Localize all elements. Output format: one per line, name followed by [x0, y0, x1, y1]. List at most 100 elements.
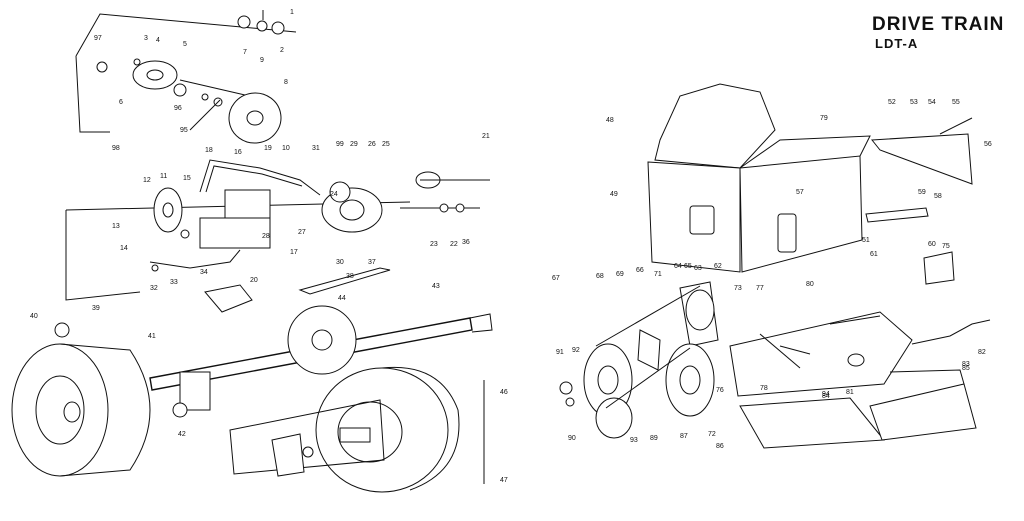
- callout-83: 83: [962, 361, 970, 368]
- callout-80: 80: [806, 281, 814, 288]
- callout-73: 73: [734, 285, 742, 292]
- callout-51: 51: [862, 237, 870, 244]
- callout-62: 62: [714, 263, 722, 270]
- callout-40: 40: [30, 313, 38, 320]
- callout-31: 31: [312, 145, 320, 152]
- callout-91: 91: [556, 349, 564, 356]
- callout-38: 38: [346, 273, 354, 280]
- diagram-subtitle: LDT-A: [875, 36, 919, 51]
- callout-99: 99: [336, 141, 344, 148]
- callout-8: 8: [284, 79, 288, 86]
- callout-55: 55: [952, 99, 960, 106]
- callout-57: 57: [796, 189, 804, 196]
- callout-95: 95: [180, 127, 188, 134]
- callout-39: 39: [92, 305, 100, 312]
- callout-4: 4: [156, 37, 160, 44]
- seat-cover-48: [654, 83, 776, 169]
- nut-1: [237, 15, 251, 29]
- callout-34: 34: [200, 269, 208, 276]
- callout-89: 89: [650, 435, 658, 442]
- belt-pulley-group: [559, 281, 719, 439]
- bracket-20: [204, 284, 253, 313]
- main-housing: [739, 155, 863, 273]
- idler-pulley-63: [685, 289, 715, 331]
- callout-72: 72: [708, 431, 716, 438]
- callout-75: 75: [942, 243, 950, 250]
- callout-84: 84: [822, 393, 830, 400]
- callout-labels: 1 2 3 4 5 6 7 8 9 10 11 12 13 14 15 16 1…: [30, 9, 992, 484]
- callout-94: 94: [822, 391, 830, 398]
- bracket-60: [923, 251, 955, 285]
- callout-2: 2: [280, 47, 284, 54]
- callout-92: 92: [572, 347, 580, 354]
- callout-87: 87: [680, 433, 688, 440]
- callout-76: 76: [716, 387, 724, 394]
- callout-61: 61: [870, 251, 878, 258]
- axle-and-wheels-group: [11, 305, 493, 493]
- callout-5: 5: [183, 41, 187, 48]
- callout-59: 59: [918, 189, 926, 196]
- washer-97: [96, 61, 108, 73]
- callout-54: 54: [928, 99, 936, 106]
- callout-28: 28: [262, 233, 270, 240]
- callout-97: 97: [94, 35, 102, 42]
- callout-78: 78: [760, 385, 768, 392]
- callout-24: 24: [330, 191, 338, 198]
- callout-13: 13: [112, 223, 120, 230]
- hub-bracket-41: [271, 433, 305, 477]
- callout-36: 36: [462, 239, 470, 246]
- callout-52: 52: [888, 99, 896, 106]
- callout-6: 6: [119, 99, 123, 106]
- callout-63: 63: [694, 265, 702, 272]
- callout-60: 60: [928, 241, 936, 248]
- callout-12: 12: [143, 177, 151, 184]
- foot-plate-85: [869, 383, 977, 441]
- callout-21: 21: [482, 133, 490, 140]
- callout-90: 90: [568, 435, 576, 442]
- callout-22: 22: [450, 241, 458, 248]
- callout-64: 64: [674, 263, 682, 270]
- hub-cap-40: [54, 322, 70, 338]
- callout-15: 15: [183, 175, 191, 182]
- callout-23: 23: [430, 241, 438, 248]
- callout-29: 29: [350, 141, 358, 148]
- transmission-linkage-group: [65, 159, 490, 313]
- callout-48: 48: [606, 117, 614, 124]
- callout-37: 37: [368, 259, 376, 266]
- callout-44: 44: [338, 295, 346, 302]
- callout-26: 26: [368, 141, 376, 148]
- floor-plate-86: [739, 397, 885, 449]
- callout-96: 96: [174, 105, 182, 112]
- callout-3: 3: [144, 35, 148, 42]
- callout-16: 16: [234, 149, 242, 156]
- callout-49: 49: [610, 191, 618, 198]
- callout-47: 47: [500, 477, 508, 484]
- callout-14: 14: [120, 245, 128, 252]
- callout-66: 66: [636, 267, 644, 274]
- callout-32: 32: [150, 285, 158, 292]
- callout-7: 7: [243, 49, 247, 56]
- callout-42: 42: [178, 431, 186, 438]
- frame-housing-group: [647, 83, 973, 285]
- callout-65: 65: [684, 263, 692, 270]
- frame-rail-80: [729, 311, 913, 397]
- callout-56: 56: [984, 141, 992, 148]
- callout-58: 58: [934, 193, 942, 200]
- callout-69: 69: [616, 271, 624, 278]
- callout-33: 33: [170, 279, 178, 286]
- callout-81: 81: [846, 389, 854, 396]
- callout-19: 19: [264, 145, 272, 152]
- callout-79: 79: [820, 115, 828, 122]
- diagram-title: DRIVE TRAIN: [872, 14, 1005, 35]
- callout-82: 82: [978, 349, 986, 356]
- callout-86: 86: [716, 443, 724, 450]
- callout-27: 27: [298, 229, 306, 236]
- callout-85: 85: [962, 365, 970, 372]
- callout-25: 25: [382, 141, 390, 148]
- rear-axle-43: [149, 317, 473, 391]
- frame-rail-group: [729, 311, 991, 449]
- callout-30: 30: [336, 259, 344, 266]
- callout-1: 1: [290, 9, 294, 16]
